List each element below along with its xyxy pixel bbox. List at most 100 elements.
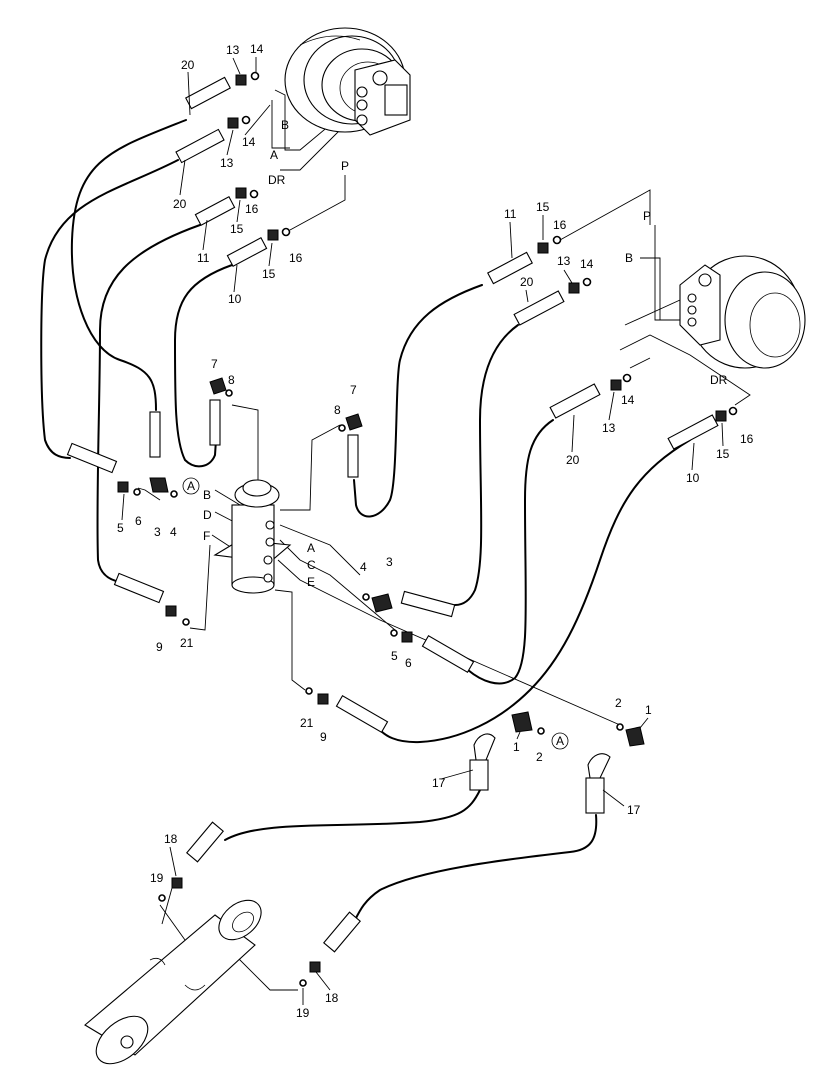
left-motor-port-dr: DR [268,173,286,187]
elbow-3-left [149,477,169,493]
swivel-port-a [265,520,275,530]
leader-a-hose [244,104,271,136]
leader-swivel-f-down [189,544,211,631]
swivel-port-c-label: C [307,558,316,572]
callout-16-d: 16 [740,432,754,446]
hose-end-20-right [513,290,565,326]
callout-15-c: 15 [536,200,550,214]
callout-14-c: 14 [580,257,594,271]
left-motor-port-p: P [341,159,349,173]
oring-4-right [362,593,370,601]
callout-3-b: 3 [386,555,393,569]
callout-13-c: 13 [557,254,571,268]
fittings [66,71,738,987]
callout-18-a: 18 [164,832,178,846]
detail-marker-a-right [551,732,569,750]
elbow-7-right [345,413,363,431]
callout-17-a: 17 [432,776,446,790]
leader-8-swivel [231,404,259,480]
swivel-port-bottom [263,573,273,583]
right-motor-port-p: P [643,209,651,223]
hose-11-right [353,284,483,518]
right-motor-port-b: B [625,251,633,265]
oring-16-a [249,189,259,199]
callout-5-a: 5 [117,521,124,535]
oring-14-b [241,115,251,125]
fitting-15-right [537,242,549,254]
hose-10-right [379,439,691,744]
fitting-15-b [267,229,279,241]
fitting-5-left [117,481,129,493]
right-motor-port-2 [687,305,697,315]
callout-20-b: 20 [173,197,187,211]
right-travel-motor [679,255,806,369]
hose-end-17-left-bend [473,733,496,761]
right-motor-boss [698,273,712,287]
callout-9-a: 9 [156,640,163,654]
leader-6-3 [137,487,161,501]
swivel-port-a-label: A [307,541,315,555]
fitting-18-bottom [309,961,321,973]
tick-11-a [202,219,208,251]
callout-4-b: 4 [360,560,367,574]
hose-end-20-right-low [549,383,601,419]
leader-right-14 [629,357,651,369]
callout-19-a: 19 [150,871,164,885]
hose-end-vertical-right [347,434,359,478]
hose-end-10-right [667,414,719,450]
oring-16-right-low [728,406,738,416]
leader-swivel-e-long [277,559,621,726]
callout-3-a: 3 [154,525,161,539]
tick-13-d [608,391,615,421]
callout-13-a: 13 [226,43,240,57]
tick-13-c [563,269,573,284]
fitting-13-b [227,117,239,129]
callout-2-b: 2 [536,750,543,764]
leader-swivel-a [279,524,361,576]
leader-13-14-top [271,100,290,149]
port-labels: B A DR P P B DR B D F A C E [203,118,728,589]
oring-21-right [305,687,313,695]
swivel-port-f-label: F [203,529,210,543]
tick-18-b [315,971,331,991]
oring-14-right [582,277,592,287]
hose-end-11 [194,196,236,226]
swivel-bottom [231,576,275,594]
hose-spring-18-top [186,821,224,863]
swivel-cap [242,479,272,497]
callout-19-b: 19 [296,1006,310,1020]
hose-20-left-lower [40,159,179,459]
callout-10-b: 10 [686,471,700,485]
fitting-15-a [235,187,247,199]
cylinder-port-upper [149,957,166,966]
hose-end-9-right [335,695,389,733]
callout-21-b: 21 [300,716,314,730]
callout-16-b: 16 [289,251,303,265]
tick-5-a [121,493,125,521]
callout-15-d: 15 [716,447,730,461]
tick-1-a [639,717,649,729]
oring-5-right [390,629,398,637]
hose-end-6-right [421,635,475,673]
elbow-7-left [209,377,227,395]
callout-15-b: 15 [262,267,276,281]
callout-6-b: 6 [405,656,412,670]
callout-9-b: 9 [320,730,327,744]
left-motor-rim [299,35,361,46]
fitting-13-right [568,282,580,294]
leader-swivel-f [211,534,233,549]
callout-16-c: 16 [553,218,567,232]
right-motor-port-3 [687,317,697,327]
detail-marker-a-right-label: A [556,734,564,748]
hose-spring-18-bottom [323,911,361,953]
callout-4-a: 4 [170,525,177,539]
left-motor-valve-block [354,59,411,136]
tick-20-a [187,71,191,116]
callout-17-b: 17 [627,803,641,817]
tick-10-a [233,264,238,293]
part-callouts: 20 13 14 14 13 20 16 15 11 15 16 10 11 1… [117,42,754,1020]
hose-end-17-right-bend [587,753,611,779]
leader-right-dr [619,334,751,406]
oring-16-b [281,227,291,237]
tick-20-d [571,414,575,453]
